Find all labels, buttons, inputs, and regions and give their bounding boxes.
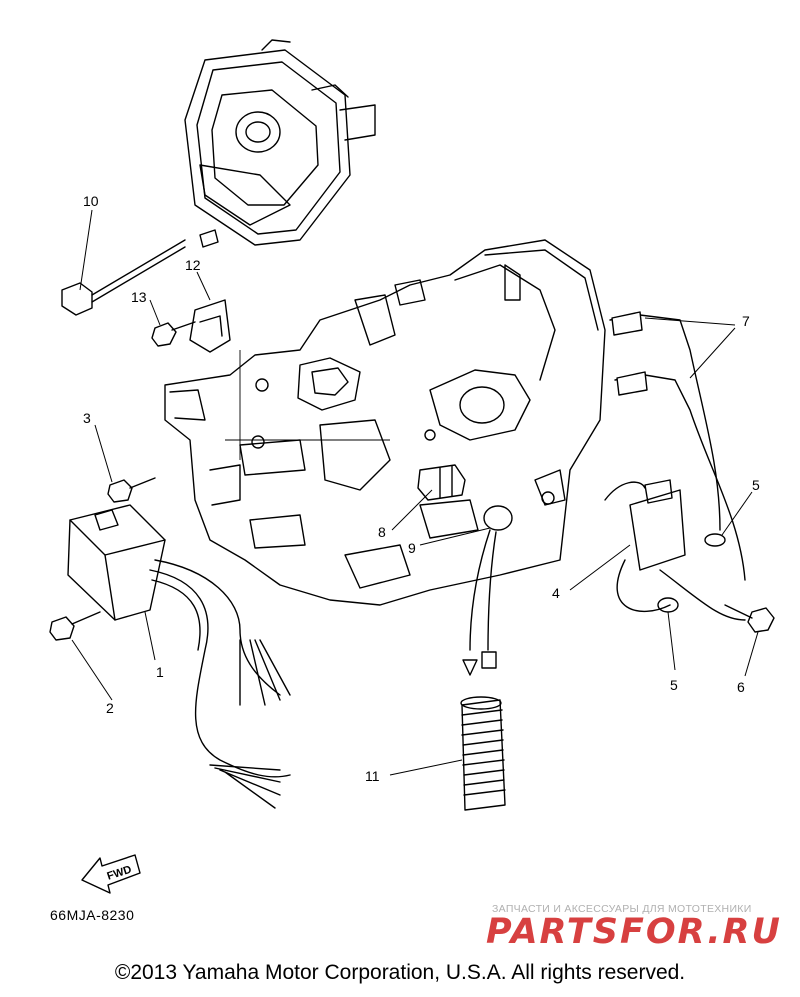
callout-7: 7 xyxy=(742,313,750,329)
callout-6: 6 xyxy=(737,679,745,695)
callout-10: 10 xyxy=(83,193,99,209)
clamp-12 xyxy=(189,299,231,353)
watermark-logo: PARTSFOR.RU xyxy=(486,912,782,952)
callout-9: 9 xyxy=(408,540,416,556)
callout-2: 2 xyxy=(106,700,114,716)
bolt-3 xyxy=(107,477,156,503)
ignition-coil xyxy=(604,311,746,621)
diagram-code: 66MJA-8230 xyxy=(50,907,135,923)
leader-lines xyxy=(71,209,759,776)
callout-5-upper: 5 xyxy=(752,477,760,493)
callout-8: 8 xyxy=(378,524,386,540)
bolt-2 xyxy=(49,611,101,641)
callout-labels: 10 12 13 3 1 2 4 5 5 6 7 8 9 11 xyxy=(83,193,760,784)
cap-9 xyxy=(462,505,513,676)
sensor-8 xyxy=(417,464,466,501)
grommet-11 xyxy=(460,696,506,811)
callout-13: 13 xyxy=(131,289,147,305)
callout-11: 11 xyxy=(365,768,380,784)
callout-12: 12 xyxy=(185,257,201,273)
callout-5-lower: 5 xyxy=(670,677,678,693)
watermark-tagline: ЗАПЧАСТИ И АКСЕССУАРЫ ДЛЯ МОТОТЕХНИКИ xyxy=(492,903,752,915)
engine-block xyxy=(164,239,606,606)
bolt-10 xyxy=(61,229,219,316)
bolt-6 xyxy=(724,604,775,633)
cdi-unit xyxy=(67,504,291,809)
fwd-arrow: FWD xyxy=(81,854,141,894)
flywheel-cover xyxy=(184,39,376,246)
callout-3: 3 xyxy=(83,410,91,426)
copyright-text: ©2013 Yamaha Motor Corporation, U.S.A. A… xyxy=(114,961,686,984)
callout-1: 1 xyxy=(156,664,164,680)
callout-4: 4 xyxy=(552,585,560,601)
bolt-13 xyxy=(151,321,196,347)
